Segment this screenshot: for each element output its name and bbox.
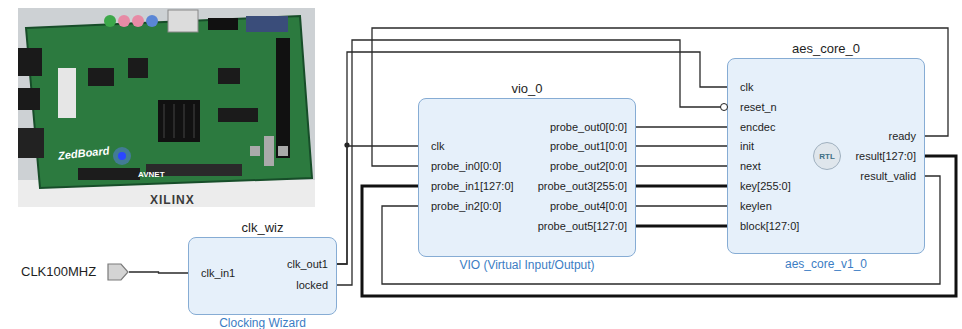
chip — [88, 68, 114, 86]
pin-name: probe_out1[0:0] — [550, 139, 627, 153]
audio-jack — [104, 15, 116, 27]
signal-wire — [129, 272, 188, 273]
signal-wire — [337, 146, 418, 264]
ip-type-caption: Clocking Wizard — [119, 316, 406, 329]
silk-panel — [58, 68, 76, 118]
pin-name: clk — [740, 80, 753, 94]
pin-name: clk_out1 — [287, 257, 328, 271]
blue-led — [118, 152, 126, 160]
ip-type-caption: aes_core_v1_0 — [658, 257, 962, 271]
push-button — [264, 136, 274, 146]
port-symbol-shape — [108, 264, 128, 280]
signal-wire — [337, 40, 727, 285]
heatsink-fin — [184, 104, 185, 138]
pin-name: block[127:0] — [740, 219, 799, 233]
push-button — [278, 146, 288, 156]
ip-block: clk_wizclk_in1clk_out1lockedClocking Wiz… — [188, 237, 337, 315]
pin-name: keylen — [740, 199, 772, 213]
pin-name: probe_out0[0:0] — [550, 120, 627, 134]
photo-label: XILINX — [150, 193, 195, 207]
pin-name: probe_out2[0:0] — [550, 159, 627, 173]
photo-label: AVNET — [138, 168, 165, 182]
block-name: clk_wiz — [119, 221, 406, 235]
ip-block: aes_core_0clkreset_nencdecinitnextkey[25… — [727, 58, 925, 254]
block-name: vio_0 — [349, 82, 705, 96]
rtl-badge: RTL — [813, 142, 841, 170]
port-symbol — [107, 263, 129, 281]
heatsink-fin — [174, 104, 175, 138]
chip — [218, 108, 258, 122]
audio-jack — [132, 15, 144, 27]
chip — [128, 58, 148, 78]
pin-name: probe_out5[127:0] — [538, 219, 627, 233]
pin-name: result_valid — [860, 169, 916, 183]
pin-name: result[127:0] — [855, 149, 916, 163]
input-port: CLK100MHZ — [21, 262, 129, 282]
rtl-label: RTL — [744, 150, 910, 164]
audio-jack — [146, 15, 158, 27]
pmod-header — [78, 168, 140, 180]
vga-connector — [246, 16, 288, 32]
inverted-pin-bubble — [720, 103, 728, 111]
bus-wire — [636, 225, 727, 228]
pin-name: probe_in1[127:0] — [431, 179, 514, 193]
heatsink — [158, 100, 200, 142]
pin-name: init — [740, 139, 754, 153]
pin-name: clk — [431, 139, 444, 153]
ip-type-caption: VIO (Virtual Input/Output) — [349, 258, 705, 272]
signal-wire — [636, 126, 727, 127]
pin-name: ready — [888, 129, 916, 143]
audio-jack — [118, 15, 130, 27]
port-name: CLK100MHZ — [21, 265, 96, 279]
ethernet-jack — [168, 10, 198, 32]
push-button — [250, 146, 260, 156]
pmod-header — [18, 128, 44, 158]
heatsink-fin — [164, 104, 165, 138]
push-button — [264, 146, 274, 156]
pin-name: probe_in0[0:0] — [431, 159, 501, 173]
pin-name: reset_n — [740, 100, 777, 114]
heatsink-fin — [194, 104, 195, 138]
pin-name: locked — [296, 278, 328, 292]
pin-name: next — [740, 159, 761, 173]
usb-connector — [18, 48, 42, 76]
pin-name: key[255:0] — [740, 179, 791, 193]
fmc-connector — [276, 38, 290, 158]
pin-name: probe_in2[0:0] — [431, 199, 501, 213]
ip-block: vio_0clkprobe_in0[0:0]probe_in1[127:0]pr… — [418, 98, 636, 257]
signal-wire — [636, 165, 727, 166]
hdmi-connector — [208, 18, 238, 30]
signal-wire — [337, 52, 727, 264]
pin-name: clk_in1 — [201, 266, 235, 280]
photo-wall — [18, 8, 315, 207]
pin-name: encdec — [740, 120, 775, 134]
bus-wire — [636, 185, 727, 188]
chip — [218, 68, 240, 84]
signal-wire — [636, 205, 727, 206]
led-glow — [113, 147, 131, 165]
pin-name: probe_out4[0:0] — [550, 199, 627, 213]
block-name: aes_core_0 — [658, 42, 962, 56]
usb-connector — [18, 88, 40, 110]
signal-wire — [636, 145, 727, 146]
board-photo — [18, 8, 315, 207]
pcb-board — [26, 16, 312, 188]
push-button — [264, 156, 274, 166]
pin-name: probe_out3[255:0] — [538, 179, 627, 193]
